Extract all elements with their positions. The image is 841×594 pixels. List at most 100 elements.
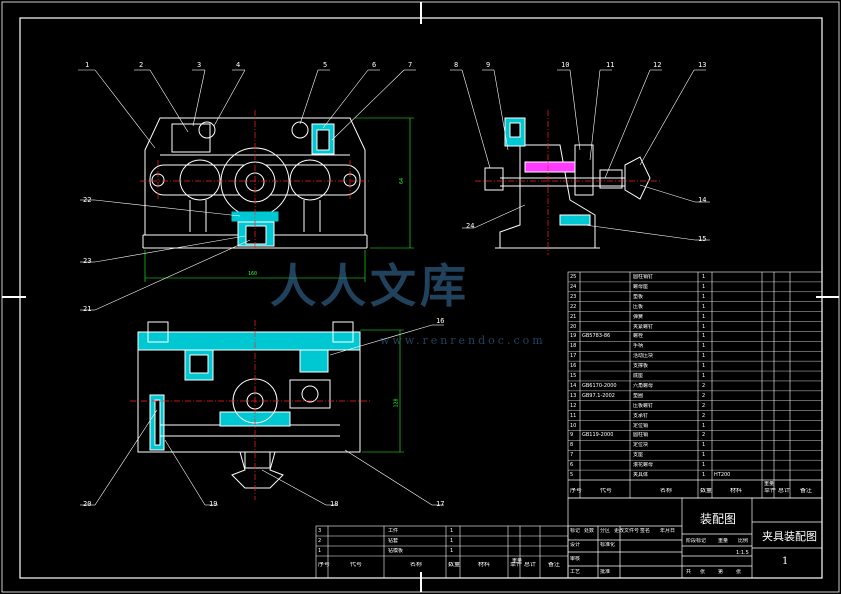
bom-row-number: 17 bbox=[570, 353, 577, 360]
bom-header-cell: 总计 bbox=[778, 488, 791, 494]
title-block-cell: 更改文件号 bbox=[614, 528, 640, 534]
bom-weight-label: 重量 bbox=[764, 481, 775, 487]
bom-row-qty: 1 bbox=[702, 274, 706, 280]
bom-row-number: 16 bbox=[570, 363, 577, 370]
bom-row-number: 7 bbox=[570, 452, 574, 459]
title-block-cell: 比例 bbox=[738, 538, 749, 544]
bom-row-qty: 2 bbox=[702, 392, 706, 399]
side-bom-grid bbox=[315, 525, 569, 579]
side-bom-number: 1 bbox=[318, 548, 322, 554]
part-number-label: 10 bbox=[561, 61, 570, 69]
bom-row-name: 垫板 bbox=[633, 293, 644, 300]
bom-row-qty: 2 bbox=[702, 382, 706, 389]
bom-row-name: 支承钉 bbox=[633, 412, 649, 419]
title-block-cell: 张 bbox=[700, 569, 706, 575]
side-bom-qty: 1 bbox=[450, 538, 454, 544]
side-bom-header-cell: 数量 bbox=[448, 562, 461, 568]
bom-header-cell: 材料 bbox=[730, 488, 743, 494]
part-number-label: 5 bbox=[323, 61, 328, 69]
leader-lines bbox=[78, 69, 710, 506]
title-block-cell: 阶段标记 bbox=[686, 538, 707, 544]
side-bom-header-cell: 总计 bbox=[524, 562, 537, 568]
title-block-cell: 标准化 bbox=[600, 542, 616, 548]
bom-row-name: 支座 bbox=[633, 452, 644, 459]
bom-row-qty: 1 bbox=[702, 323, 706, 330]
side-bom-number: 2 bbox=[318, 538, 322, 544]
title-block-cell: 审核 bbox=[570, 556, 581, 562]
bom-row-name: 定位块 bbox=[633, 442, 649, 449]
drawing-title: 装配图 bbox=[700, 512, 737, 526]
part-number-label: 22 bbox=[83, 196, 92, 204]
bom-row-name: 垫圈 bbox=[633, 392, 644, 399]
bom-row-name: 手柄 bbox=[633, 343, 644, 350]
bom-row-number: 14 bbox=[570, 382, 577, 389]
bom-row-name: 圆柱销钉 bbox=[633, 274, 654, 280]
bom-header-cell: 代号 bbox=[600, 488, 613, 494]
side-bom-header-cell: 备注 bbox=[548, 562, 561, 568]
bom-header-cell: 序号 bbox=[570, 488, 583, 494]
bom-row-qty: 2 bbox=[702, 402, 706, 409]
title-block-cell: 工艺 bbox=[570, 569, 581, 575]
part-number-label: 9 bbox=[486, 61, 491, 69]
part-number-label: 8 bbox=[454, 61, 459, 69]
bom-row-qty: 1 bbox=[702, 343, 706, 350]
side-view bbox=[484, 117, 651, 249]
watermark-text: 人人文库 bbox=[270, 259, 470, 313]
bom-row-qty: 2 bbox=[702, 412, 706, 419]
bom-row-name: 压板螺钉 bbox=[633, 402, 654, 409]
part-number-label: 20 bbox=[83, 500, 92, 508]
bom-row-code: GB6170-2000 bbox=[582, 382, 617, 389]
bom-header-cell: 名称 bbox=[660, 488, 673, 494]
bom-header-cell: 备注 bbox=[800, 488, 813, 494]
bom-row-number: 19 bbox=[570, 333, 577, 340]
part-number-label: 19 bbox=[209, 500, 218, 508]
title-block-cell: 批准 bbox=[600, 569, 611, 575]
title-block-cell: 分区 bbox=[600, 528, 611, 534]
bom-row-name: 压板 bbox=[633, 303, 644, 310]
side-bom-qty: 1 bbox=[450, 548, 454, 554]
bom-row-qty: 1 bbox=[702, 472, 706, 479]
part-number-label: 18 bbox=[330, 500, 339, 508]
bom-row-number: 12 bbox=[570, 402, 577, 409]
side-bom-name: 钻套 bbox=[388, 538, 399, 544]
bom-row-name: 滚花螺母 bbox=[633, 462, 654, 469]
top-height-dimension: 128 bbox=[393, 398, 400, 408]
bom-row-qty: 1 bbox=[702, 293, 706, 300]
bom-row-qty: 1 bbox=[702, 363, 706, 370]
bom-row-name: 圆柱销 bbox=[633, 432, 649, 439]
bom-row-number: 20 bbox=[570, 323, 577, 330]
bom-row-name: 支撑板 bbox=[633, 363, 649, 370]
bom-row-code: GB5783-86 bbox=[582, 333, 611, 340]
bom-row-name: 螺母座 bbox=[633, 283, 649, 290]
part-number-label: 13 bbox=[698, 61, 707, 69]
part-number-label: 2 bbox=[139, 61, 144, 69]
side-bom-header-cell: 序号 bbox=[318, 562, 331, 568]
bom-row-number: 21 bbox=[570, 313, 577, 320]
title-block-cell: 签名 bbox=[640, 528, 651, 534]
top-view bbox=[137, 321, 361, 489]
bom-row-number: 10 bbox=[570, 422, 577, 429]
bom-row-qty: 1 bbox=[702, 313, 706, 320]
side-bom-header-cell: 材料 bbox=[478, 562, 491, 568]
title-block-cell: 年月日 bbox=[660, 528, 676, 534]
front-view-centerlines bbox=[140, 110, 370, 250]
bom-row-name: 定位销 bbox=[633, 422, 649, 429]
part-number-label: 16 bbox=[436, 317, 445, 325]
bom-row-number: 24 bbox=[570, 283, 577, 290]
bom-header-cell: 单件 bbox=[764, 488, 777, 494]
bom-row-code: GB119-2000 bbox=[582, 432, 614, 439]
bom-row-qty: 1 bbox=[702, 462, 706, 469]
bom-row-qty: 1 bbox=[702, 373, 706, 380]
part-number-label: 17 bbox=[436, 500, 445, 508]
part-number-label: 12 bbox=[653, 61, 662, 69]
front-view-dimensions bbox=[144, 117, 414, 282]
part-number-label: 24 bbox=[466, 222, 475, 230]
title-block-cell: 处数 bbox=[584, 528, 595, 534]
bom-row-qty: 1 bbox=[702, 422, 706, 429]
bom-row-number: 25 bbox=[570, 274, 577, 280]
title-block-cell: 共 bbox=[686, 569, 692, 575]
drawing-scale: 1:1.5 bbox=[736, 550, 749, 556]
bom-row-number: 15 bbox=[570, 373, 577, 380]
bom-row-name: 六角螺母 bbox=[633, 382, 654, 389]
